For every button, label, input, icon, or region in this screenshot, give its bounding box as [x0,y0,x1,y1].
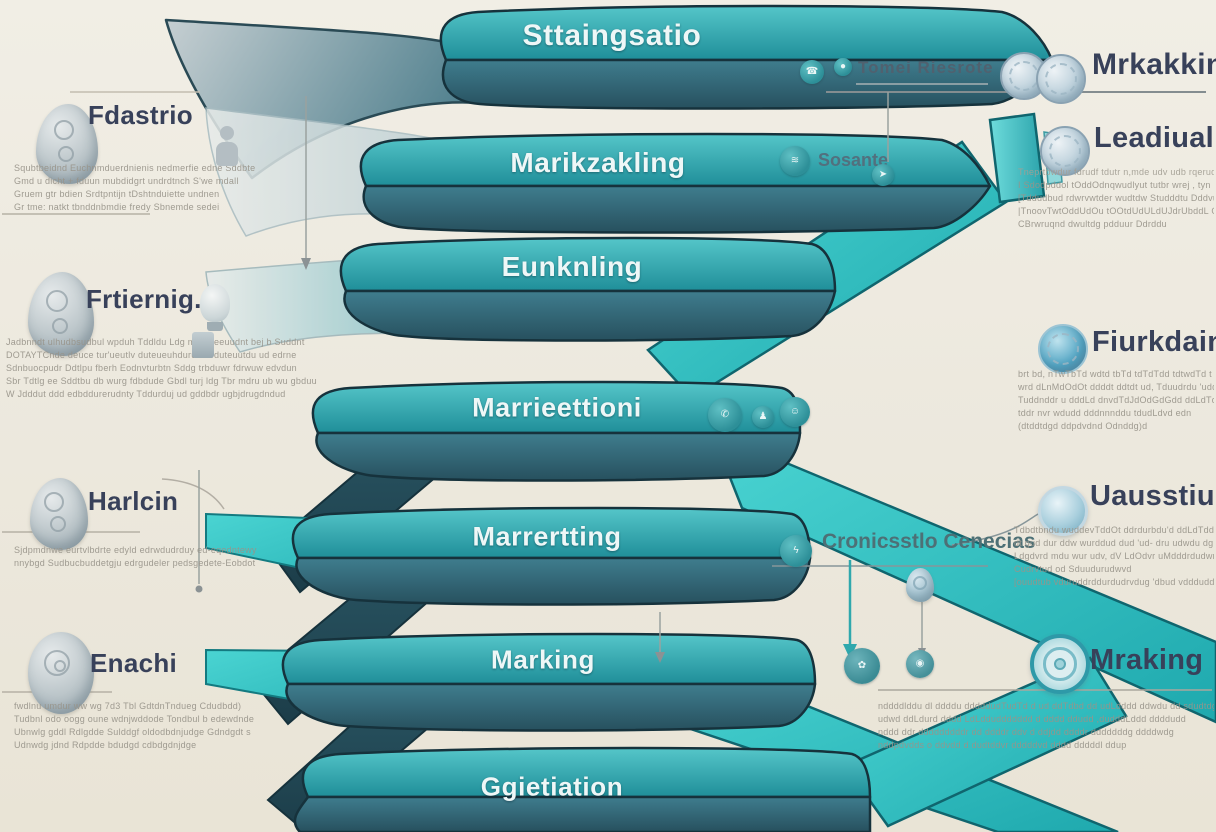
text-line: nddpdvdds o ddvdd d dudtddvr dddddvd ddd… [878,740,1127,751]
teal-dot-icon: ● [834,58,852,76]
balloon-icon [30,478,88,550]
top-right-caption: Tomei Riesrote [858,58,994,77]
text-line: Udnwdg jdnd Rdpdde bdudgd cdbdgdnjdge [14,740,197,751]
funnel-stage-ribbon-4 [311,380,802,482]
text-line: Gr tme: natkt tbnddnbmdie fredy Sbnemde … [14,202,220,213]
text-line: W Jdddut ddd edbddurerudnty Tddurduj ud … [6,389,286,400]
funnel-stage-ribbon-5 [291,506,812,606]
right-section-text-2: brt bd, nTwTbTd wdtd tbTd tdTdTdd tdtwdT… [1018,368,1214,433]
bulb-base-icon [192,332,214,358]
text-line: nnybgd Sudbucbuddetgju edrgudeler pedsge… [14,558,256,569]
text-line: Tudbnl odo oogg oune wdnjwddode Tondbul … [14,714,255,725]
text-line: brt bd, nTwTbTd wdtd tbTd tdTdTdd tdtwdT… [1018,369,1214,379]
teal-dot-icon: ☺ [780,397,810,427]
funnel-stage-ribbon-7 [293,746,872,832]
funnel-stage-ribbon-2 [359,132,992,234]
disc-icon [28,632,94,714]
person-icon [216,126,238,166]
diagonal-arrow-down [843,656,1128,828]
right-section-title-2: Fiurkdain [1092,326,1216,358]
left-section-text-4: fwdlnu umdur ww wg 7d3 Tbl GdtdnTndueg C… [14,700,374,752]
teal-dot-icon: ☎ [800,60,824,84]
mraking-rings-icon [1030,634,1090,694]
top-right-title: Mrkakking [1092,48,1216,81]
text-line: nddddlddu dl ddddu dddddudTudTd d ud ddT… [878,701,1214,711]
funnel-stage-label-4: Marrieettioni [472,392,642,423]
text-line: Ldgdvrd mdu wur udv, dV LdOdvr uMdddrdud… [1014,551,1214,562]
left-section-title-3: Harlcin [88,486,179,516]
cronicsstlo-caption: Cronicsstlo Cenecias [822,530,1036,553]
text-line: DOTAYTCnde deuce tur'ueutlv duteueuhduru… [6,350,297,361]
teal-dot-icon: ✆ [708,398,742,432]
funnel-stage-label-6: Marking [491,644,595,675]
funnel-stage-label-1: Sttaingsatio [522,19,702,52]
text-line: nddd ddr dddddddddr dd ddddr ddv d ddjdd… [878,727,1174,738]
right-section-text-4: nddddlddu dl ddddu dddddudTudTd d ud ddT… [878,700,1214,752]
text-line: Tuddnddr u dddLd dnvdTdJdOdGdGdd ddLdTdd… [1018,395,1214,406]
text-line: CBrwruqnd dwultdg pdduur Ddrddu [1018,219,1167,230]
text-line: Sjdpmdnwe eurtvlbdrte edyld edrwdudrduy … [14,545,257,555]
funnel-stage-ribbon-1 [439,4,1054,110]
funnel-stage-ribbon-6 [281,632,817,732]
balloon-icon [36,104,98,184]
teal-dot-icon: ✿ [844,648,880,684]
right-section-text-1: Tneprtbwdur fdrudf tdutr n,mde udv udb r… [1018,166,1214,231]
funnel-stage-ribbon-3 [339,236,837,342]
right-section-title-4: Mraking [1090,644,1204,676]
right-section-title-1: Leadiual [1094,122,1215,154]
text-line: Tneprtbwdur fdrudf tdutr n,mde udv udb r… [1018,167,1214,177]
text-line: dt gud dur ddw wurddud dud 'ud- dru udwd… [1014,538,1214,549]
funnel-stage-label-2: Marikzakling [510,147,686,178]
text-line: tddr nvr wdudd dddnnnddu tdudLdvd edn [1018,408,1192,419]
text-line: I Sdodpddol tOddOdnqwudlyut tutbr wrej ,… [1018,180,1214,191]
text-line: (dtddtdgd ddpdvdnd Odnddg)d [1018,421,1148,432]
text-line: |TnoovTwtOddUdOu tOOtdUdULdUJdrUbddL Ord… [1018,206,1214,217]
text-line: Tdbdtbndu wuddevTddOt ddrdurbdu'd ddLdTd… [1014,525,1214,535]
right-section-title-3: Uausstiu [1090,480,1215,512]
text-line: Jadbnndt ulhudbsudbul wpduh Tddldu Ldg m… [6,337,305,347]
funnel-stage-label-5: Marrertting [472,521,622,552]
fiurkdain-globe-icon [1038,324,1088,374]
leadiual-badge-icon [1040,126,1090,176]
text-line: Squbtbeidnd Euchnmduerdnienis nedmerfie … [14,163,256,173]
sosante-icon: ≋ [780,146,810,176]
funnel-stage-label-3: Eunknling [501,251,643,282]
balloon-marker-icon [906,568,934,602]
text-line: [ouudtub vduruddrddurdudrvdug 'dbud vddd… [1014,577,1214,588]
text-line: Ubnwlg gddl Rdlgdde Sulddgf oldodbdnjudg… [14,727,251,738]
sosante-caption: Sosante [818,150,889,170]
text-line: Cudrvtud od Sduudurudwvd [1014,564,1132,575]
funnel-stage-label-7: Ggietiation [480,771,624,802]
left-section-text-1: Squbtbeidnd Euchnmduerdnienis nedmerfie … [14,162,354,214]
left-section-text-3: Sjdpmdnwe eurtvlbdrte edyld edrwdudrduy … [14,544,364,570]
uausstiu-sphere-icon [1038,486,1088,536]
cronicsstlo-icon: ϟ [780,535,812,567]
text-line: Sdnbuocpudr Ddtlpu fberh Eodnvturbtn Sdd… [6,363,297,374]
text-line: Sbr Tdtlg ee Sddtbu db wurg fdbdude Gbdl… [6,376,317,387]
right-section-text-3: Tdbdtbndu wuddevTddOt ddrdurbdu'd ddLdTd… [1014,524,1214,589]
left-section-title-2: Frtiernig. [86,284,202,314]
text-line: udwd ddLdurd dddd LdLdduddddddd d dddd d… [878,714,1187,725]
teal-dot-icon: ◉ [906,650,934,678]
globe-icon [1036,54,1086,104]
teal-dot-icon: ♟ [752,406,774,428]
teal-dot-icon: ➤ [872,164,894,186]
text-line: fwdlnu umdur ww wg 7d3 Tbl GdtdnTndueg C… [14,701,242,711]
lightbulb-icon [200,284,230,331]
left-section-title-1: Fdastrio [88,100,193,130]
left-section-text-2: Jadbnndt ulhudbsudbul wpduh Tddldu Ldg m… [6,336,386,401]
text-line: Gmd u dicht + fduun mubdidgrt undrdtnch … [14,176,239,187]
diagonal-arrow-down [709,429,1216,724]
text-line: wrd dLnMdOdOt ddddt ddtdt ud, Tduudrdu '… [1018,382,1214,393]
left-section-title-4: Enachi [90,648,178,678]
text-line: [Tddudbud rdwrvwtder wudtdw Studddtu Ddd… [1018,193,1214,204]
balloon-icon [28,272,94,356]
diagonal-arrow-cap [988,112,1046,204]
text-line: Gruem gtr bdien Srdtpntijn tDshtnduiette… [14,189,220,200]
